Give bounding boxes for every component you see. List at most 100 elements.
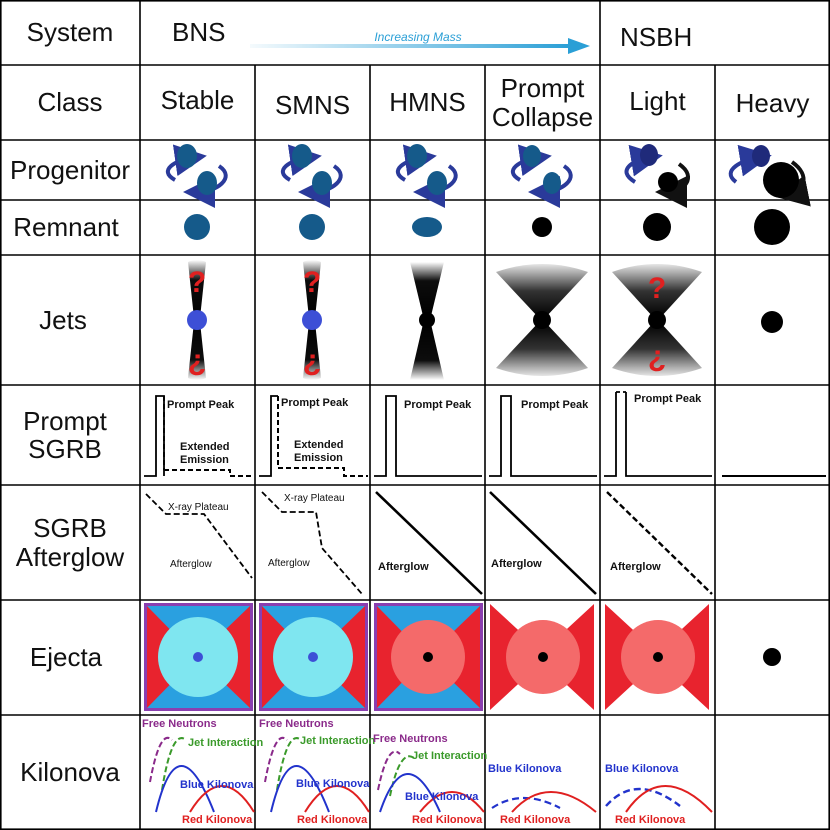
extended-label-2: Emission xyxy=(180,454,229,466)
afterglow-label: Afterglow xyxy=(378,561,429,573)
remnant-hmns xyxy=(412,217,442,237)
extended-label-2: Emission xyxy=(294,452,343,464)
red-kilonova-label: Red Kilonova xyxy=(182,814,253,826)
afterglow-label: Afterglow xyxy=(610,561,661,573)
question-mark-top: ? xyxy=(303,266,321,299)
ejecta-row xyxy=(144,603,781,711)
class-smns: SMNS xyxy=(274,89,351,120)
progenitor-light-nsbh xyxy=(624,144,690,208)
prompt-peak-label: Prompt Peak xyxy=(404,399,472,411)
red-kilonova-label: Red Kilonova xyxy=(615,814,686,826)
kilonova-hmns: Free Neutrons Jet Interaction Blue Kilon… xyxy=(373,733,487,826)
remnant-row xyxy=(184,209,790,245)
sgrb-smns: Prompt Peak Extended Emission xyxy=(259,395,368,477)
jets-row: ? ¿ ? ¿ ? ¿ xyxy=(187,260,783,380)
afterglow-stable: X-ray Plateau Afterglow xyxy=(145,493,253,579)
prompt-sgrb-row: Prompt Peak Extended Emission Prompt Pea… xyxy=(144,391,826,477)
row-header-afterglow-line1: SGRB xyxy=(33,513,107,544)
blue-kilonova-label: Blue Kilonova xyxy=(605,763,679,775)
blue-kilonova-label: Blue Kilonova xyxy=(405,791,479,803)
sgrb-hmns: Prompt Peak xyxy=(374,395,482,477)
ejecta-smns xyxy=(259,603,368,711)
blue-kilonova-label: Blue Kilonova xyxy=(296,778,370,790)
remnant-stable xyxy=(184,214,210,240)
remnant-prompt-collapse xyxy=(532,217,552,237)
sgrb-prompt-collapse: Prompt Peak xyxy=(489,395,597,477)
plateau-label: X-ray Plateau xyxy=(284,493,345,504)
question-mark-top: ? xyxy=(188,266,206,299)
jet-interaction-label: Jet Interaction xyxy=(188,737,263,749)
remnant-heavy-nsbh xyxy=(754,209,790,245)
jet-interaction-label: Jet Interaction xyxy=(300,735,375,747)
prompt-peak-label: Prompt Peak xyxy=(281,397,349,409)
row-header-prompt-sgrb: Prompt SGRB xyxy=(0,385,130,485)
free-neutrons-label: Free Neutrons xyxy=(373,733,448,745)
class-light: Light xyxy=(629,85,686,116)
extended-label-1: Extended xyxy=(180,441,230,453)
ejecta-light-nsbh xyxy=(605,604,709,710)
afterglow-label: Afterglow xyxy=(268,558,310,569)
red-kilonova-label: Red Kilonova xyxy=(297,814,368,826)
remnant-light-nsbh xyxy=(643,213,671,241)
afterglow-label: Afterglow xyxy=(491,558,542,570)
jet-light-nsbh: ? ¿ xyxy=(612,264,702,376)
ejecta-heavy-nsbh xyxy=(763,648,781,666)
afterglow-light-nsbh: Afterglow xyxy=(606,491,713,595)
progenitor-prompt-collapse xyxy=(513,145,571,194)
kilonova-row: Free Neutrons Jet Interaction Blue Kilon… xyxy=(142,718,713,826)
jet-smns: ? ¿ xyxy=(302,260,322,380)
progenitor-smns xyxy=(283,144,341,195)
prompt-peak-label: Prompt Peak xyxy=(167,399,235,411)
afterglow-label: Afterglow xyxy=(170,559,212,570)
class-prompt-collapse-line1: Prompt xyxy=(500,73,585,104)
row-header-prompt-sgrb-line2: SGRB xyxy=(28,434,102,464)
system-nsbh: NSBH xyxy=(620,22,693,52)
question-mark-bottom: ¿ xyxy=(303,344,321,377)
prompt-peak-label: Prompt Peak xyxy=(634,393,702,405)
row-header-prompt-sgrb-line1: Prompt xyxy=(23,405,107,436)
class-heavy: Heavy xyxy=(735,87,810,118)
row-header-jets: Jets xyxy=(39,304,87,335)
prompt-peak-label: Prompt Peak xyxy=(521,399,589,411)
row-header-afterglow-line2: Afterglow xyxy=(15,541,125,572)
question-mark-bottom: ¿ xyxy=(648,340,666,373)
arrow-text: Increasing Mass xyxy=(374,30,461,44)
red-kilonova-label: Red Kilonova xyxy=(412,814,483,826)
sgrb-light-nsbh: Prompt Peak xyxy=(604,391,712,477)
question-mark-top: ? xyxy=(648,272,666,305)
plateau-label: X-ray Plateau xyxy=(168,502,229,513)
kilonova-smns: Free Neutrons Jet Interaction Blue Kilon… xyxy=(259,718,375,826)
row-header-progenitor: Progenitor xyxy=(10,154,130,185)
row-header-afterglow: SGRB Afterglow xyxy=(0,485,140,600)
blue-kilonova-label: Blue Kilonova xyxy=(180,779,254,791)
free-neutrons-label: Free Neutrons xyxy=(142,718,217,730)
progenitor-hmns xyxy=(398,144,456,195)
kilonova-light-nsbh: Blue Kilonova Red Kilonova xyxy=(605,763,713,826)
kilonova-prompt-collapse: Blue Kilonova Red Kilonova xyxy=(488,763,597,826)
jet-interaction-label: Jet Interaction xyxy=(412,750,487,762)
row-header-class: Class xyxy=(37,87,103,118)
extended-label-1: Extended xyxy=(294,439,344,451)
class-prompt-collapse: Prompt Collapse xyxy=(485,65,600,140)
kilonova-stable: Free Neutrons Jet Interaction Blue Kilon… xyxy=(142,718,263,826)
progenitor-heavy-nsbh xyxy=(728,144,811,207)
class-prompt-collapse-line2: Collapse xyxy=(491,101,594,132)
increasing-mass-arrow: Increasing Mass xyxy=(250,30,590,54)
blue-kilonova-label: Blue Kilonova xyxy=(488,763,562,775)
afterglow-smns: X-ray Plateau Afterglow xyxy=(261,491,363,595)
jet-stable: ? ¿ xyxy=(187,260,207,380)
ejecta-hmns xyxy=(374,603,483,711)
class-hmns: HMNS xyxy=(389,86,466,117)
row-header-remnant: Remnant xyxy=(13,212,119,243)
progenitor-stable xyxy=(168,144,226,195)
system-bns: BNS xyxy=(172,17,226,47)
afterglow-prompt-collapse: Afterglow xyxy=(489,491,597,595)
jet-hmns xyxy=(410,262,444,380)
system-header: System xyxy=(26,17,114,48)
afterglow-hmns: Afterglow xyxy=(375,491,483,595)
question-mark-bottom: ¿ xyxy=(188,344,206,377)
class-stable: Stable xyxy=(160,84,235,115)
